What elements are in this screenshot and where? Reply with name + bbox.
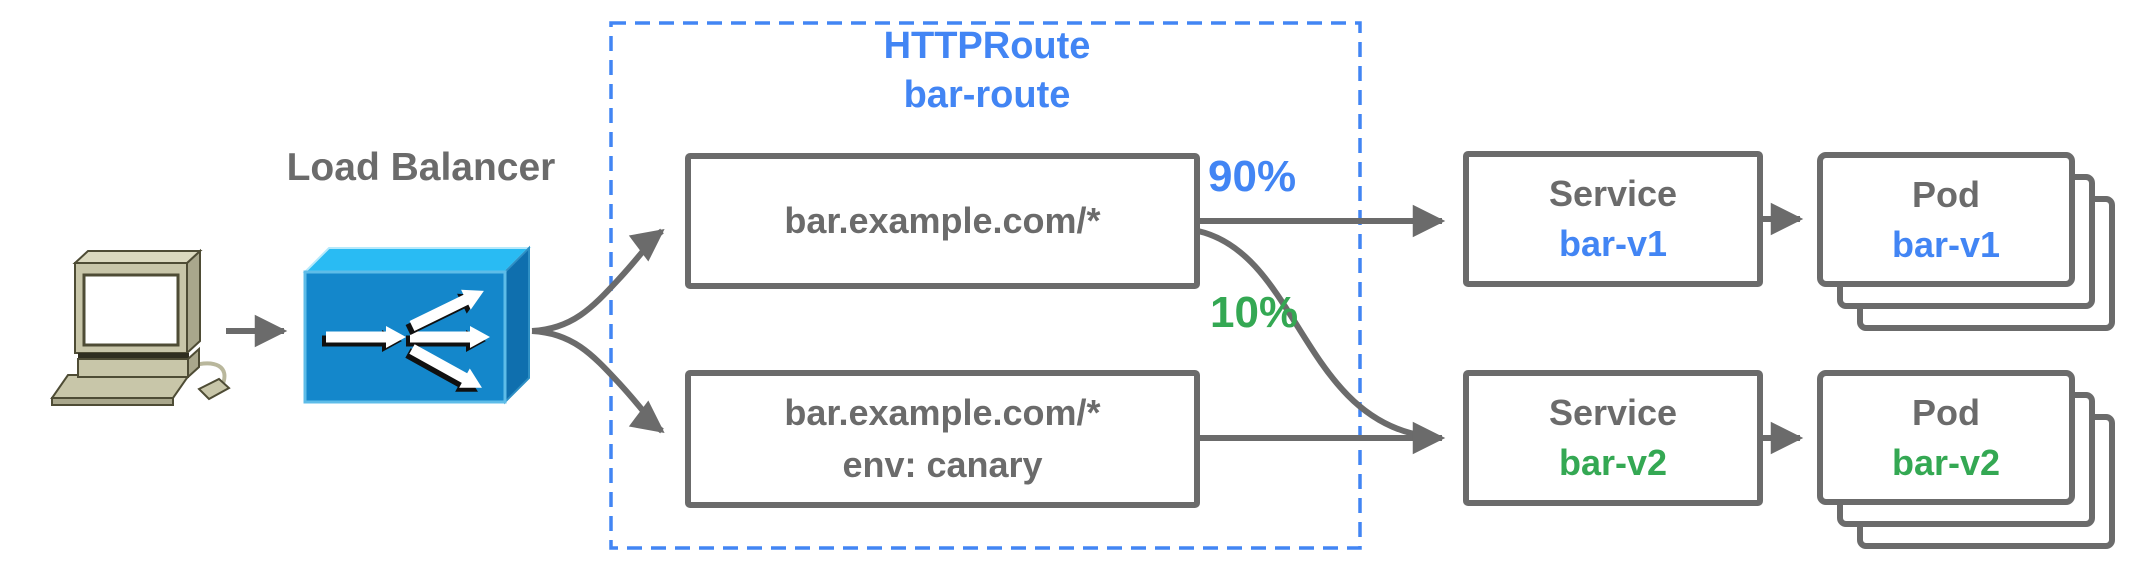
- pod-bar-v2-box: Pod bar-v2: [1817, 370, 2075, 505]
- route-rule-1-box: bar.example.com/*: [685, 153, 1200, 289]
- lb-to-route2-edge: [531, 328, 665, 434]
- pod-bar-v2-name: bar-v2: [1891, 441, 2001, 483]
- route-rule-2-match: bar.example.com/*: [784, 392, 1101, 433]
- load-balancer-icon: [302, 245, 532, 405]
- httproute-title: HTTPRoute bar-route: [762, 22, 1212, 120]
- pod-bar-v1-box: Pod bar-v1: [1817, 152, 2075, 287]
- pod-bar-v1-kind: Pod: [1912, 173, 1980, 215]
- load-balancer-label: Load Balancer: [286, 146, 556, 189]
- client-computer-icon: [50, 248, 231, 406]
- service-bar-v1-kind: Service: [1548, 173, 1678, 214]
- pod-bar-v1-name: bar-v1: [1891, 223, 2001, 265]
- weight-label-90: 90%: [1208, 152, 1297, 201]
- service-bar-v1-box: Service bar-v1: [1463, 151, 1763, 287]
- pod-bar-v2-kind: Pod: [1912, 391, 1980, 433]
- route-rule-2-box: bar.example.com/* env: canary: [685, 370, 1200, 508]
- httproute-kind: HTTPRoute: [883, 25, 1091, 67]
- pod-bar-v2-stack: Pod bar-v2: [1817, 370, 2115, 549]
- pod-bar-v1-stack: Pod bar-v1: [1817, 152, 2115, 331]
- weight-label-10: 10%: [1210, 288, 1299, 337]
- lb-to-route1-edge: [531, 228, 665, 334]
- route1-to-service2-edge: [1197, 228, 1425, 439]
- service-bar-v2-name: bar-v2: [1558, 442, 1668, 483]
- service-bar-v2-box: Service bar-v2: [1463, 370, 1763, 506]
- route-rule-2-header-match: env: canary: [842, 444, 1043, 485]
- httproute-name: bar-route: [903, 74, 1071, 116]
- service-bar-v1-name: bar-v1: [1558, 223, 1668, 264]
- service-bar-v2-kind: Service: [1548, 392, 1678, 433]
- route-rule-1-match: bar.example.com/*: [784, 200, 1101, 241]
